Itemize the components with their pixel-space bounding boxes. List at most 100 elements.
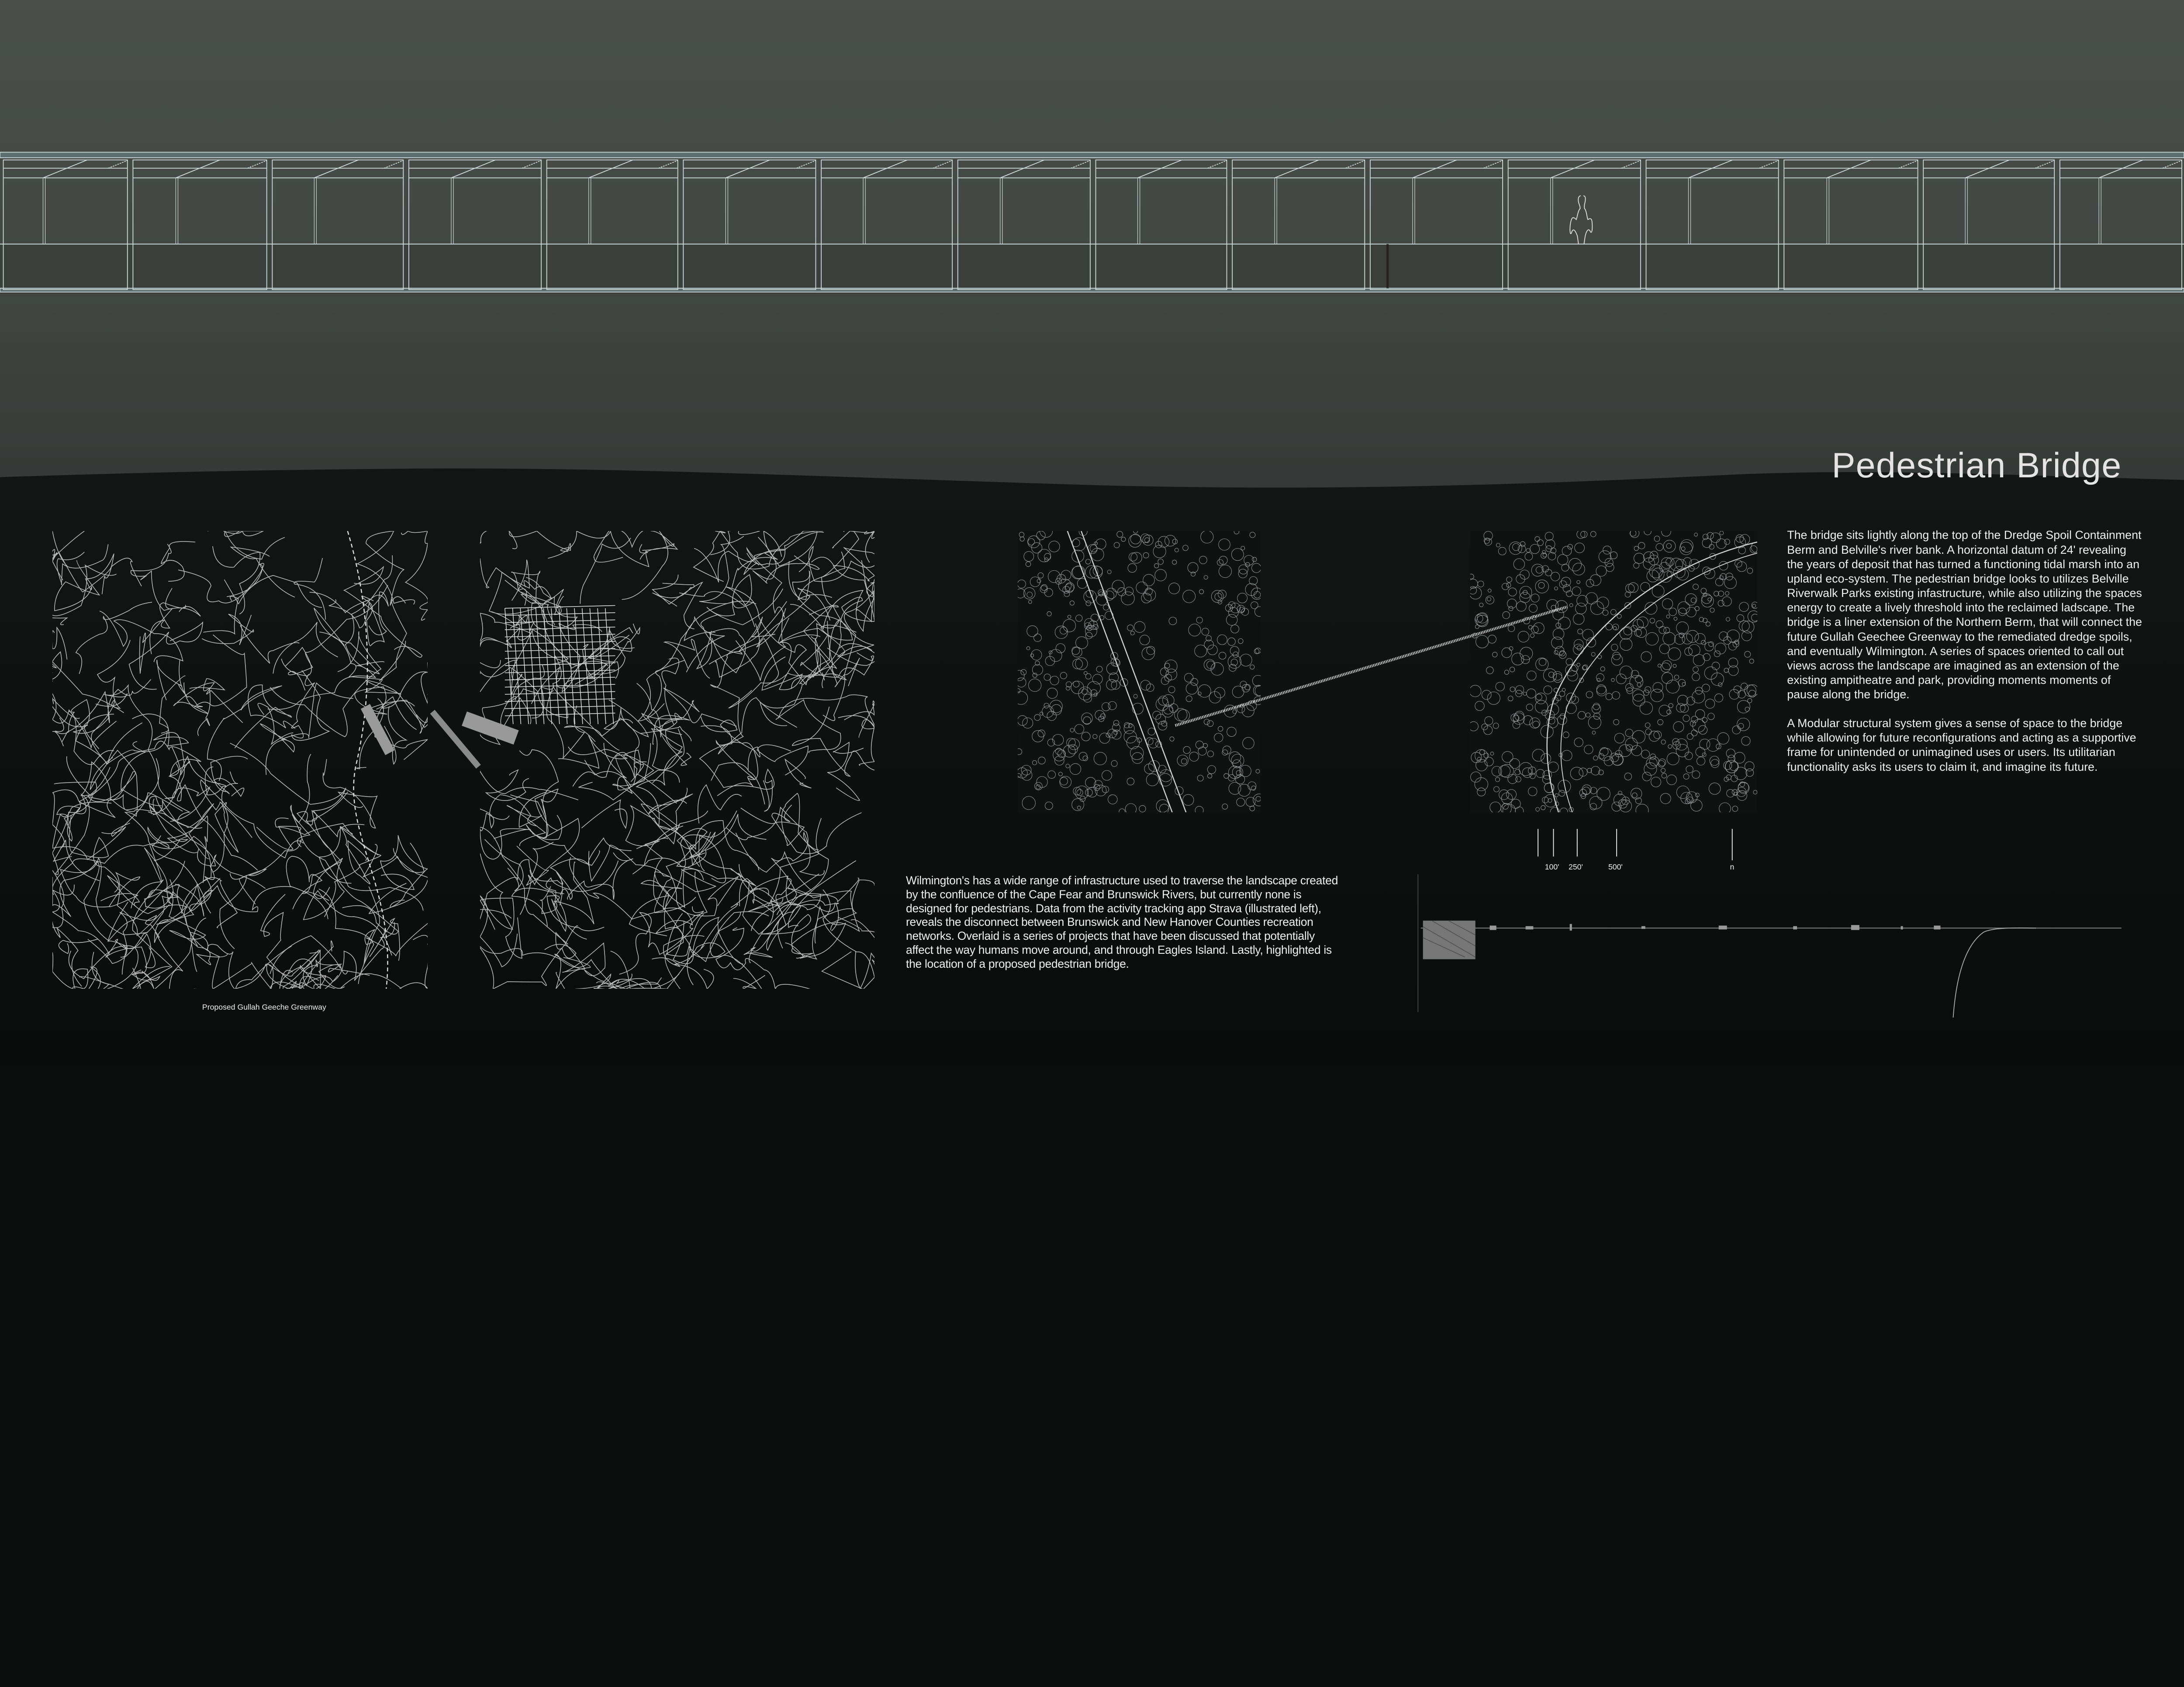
trail-path <box>715 531 818 569</box>
trail-path <box>132 918 207 989</box>
trail-path <box>843 561 874 686</box>
trail-path <box>207 685 282 781</box>
scale-label-250: 250' <box>1569 862 1583 872</box>
trail-path <box>214 771 252 853</box>
trail-path <box>778 694 874 725</box>
trail-path <box>581 799 628 829</box>
trail-path <box>130 543 201 617</box>
trail-path <box>809 638 845 721</box>
trail-path <box>322 759 378 828</box>
trail-path <box>370 935 428 989</box>
trail-path <box>746 531 823 565</box>
trail-path <box>132 891 173 989</box>
trail-path <box>739 878 784 935</box>
trail-path <box>558 735 677 804</box>
trail-path <box>855 951 874 989</box>
trail-path <box>54 741 146 800</box>
trail-path <box>749 851 812 963</box>
trail-path <box>644 810 762 989</box>
trail-path <box>328 595 385 646</box>
trail-path <box>593 531 678 562</box>
trail-path <box>648 793 693 814</box>
berm-edge <box>1546 541 1757 812</box>
context-description: Wilmington's has a wide range of infrast… <box>906 873 1338 971</box>
trail-path <box>173 682 243 723</box>
trail-path <box>572 761 647 787</box>
trail-path <box>519 749 559 817</box>
trail-path <box>735 612 786 681</box>
trail-path <box>665 911 769 989</box>
strava-map-brunswick <box>52 531 428 989</box>
scale-label-500: 500' <box>1608 862 1623 872</box>
trail-path <box>485 769 529 801</box>
trail-path <box>201 614 254 645</box>
trail-path <box>480 946 629 989</box>
trail-path <box>752 537 820 584</box>
trail-path <box>778 618 840 686</box>
greenway-route <box>347 531 388 989</box>
trail-path <box>661 657 679 724</box>
site-section <box>1417 874 2122 1018</box>
greenway-label: Proposed Gullah Geeche Greenway <box>202 1003 326 1012</box>
trail-path <box>131 845 179 908</box>
trail-path <box>52 564 117 625</box>
trail-path <box>480 531 518 549</box>
trail-path <box>69 815 119 893</box>
trail-path <box>687 911 741 985</box>
trail-path <box>813 565 874 675</box>
trail-path <box>654 814 767 908</box>
trail-path <box>156 659 188 700</box>
trail-path <box>152 800 216 866</box>
trail-path <box>52 826 182 895</box>
trail-path <box>279 949 326 989</box>
trail-path <box>790 590 874 632</box>
trail-path <box>301 858 392 956</box>
trail-path <box>640 726 692 742</box>
trail-path <box>588 627 633 659</box>
trail-path <box>588 845 696 913</box>
trail-path <box>629 895 704 957</box>
trail-path <box>369 918 400 961</box>
trail-path <box>189 678 226 736</box>
trail-path <box>190 931 274 989</box>
trail-path <box>797 551 845 600</box>
strava-map-wilmington <box>480 531 874 989</box>
trail-path <box>710 676 756 796</box>
north-indicator: n <box>1730 862 1735 872</box>
trail-path <box>759 673 814 726</box>
trail-path <box>230 546 295 598</box>
trail-path <box>749 875 839 931</box>
trail-path <box>525 814 600 866</box>
trail-path <box>52 884 110 955</box>
trail-path <box>165 755 221 822</box>
trail-path <box>700 614 743 665</box>
trail-path <box>832 531 874 563</box>
trail-path <box>319 631 428 704</box>
trail-path <box>733 975 765 989</box>
trail-path <box>767 818 822 907</box>
trail-path <box>109 872 170 936</box>
trail-path <box>107 875 198 946</box>
trail-path <box>574 630 625 685</box>
trail-path <box>652 935 705 967</box>
trail-path <box>637 659 685 721</box>
project-description: The bridge sits lightly along the top of… <box>1787 528 2146 788</box>
trail-path <box>827 643 874 666</box>
trail-path <box>701 887 787 951</box>
trail-path <box>87 789 183 812</box>
trail-path <box>313 555 393 674</box>
trail-path <box>802 604 874 685</box>
trail-path <box>379 599 407 681</box>
trail-path <box>52 793 93 875</box>
trail-path <box>340 826 370 884</box>
trail-path <box>311 810 424 911</box>
trail-path <box>564 717 639 778</box>
page-title: Pedestrian Bridge <box>1832 446 2122 486</box>
trail-path <box>480 770 578 829</box>
trail-path <box>672 917 743 965</box>
trail-path <box>531 602 555 630</box>
trail-path <box>511 570 563 608</box>
trail-path <box>52 662 80 719</box>
trail-path <box>159 675 186 734</box>
trail-path <box>52 693 117 749</box>
